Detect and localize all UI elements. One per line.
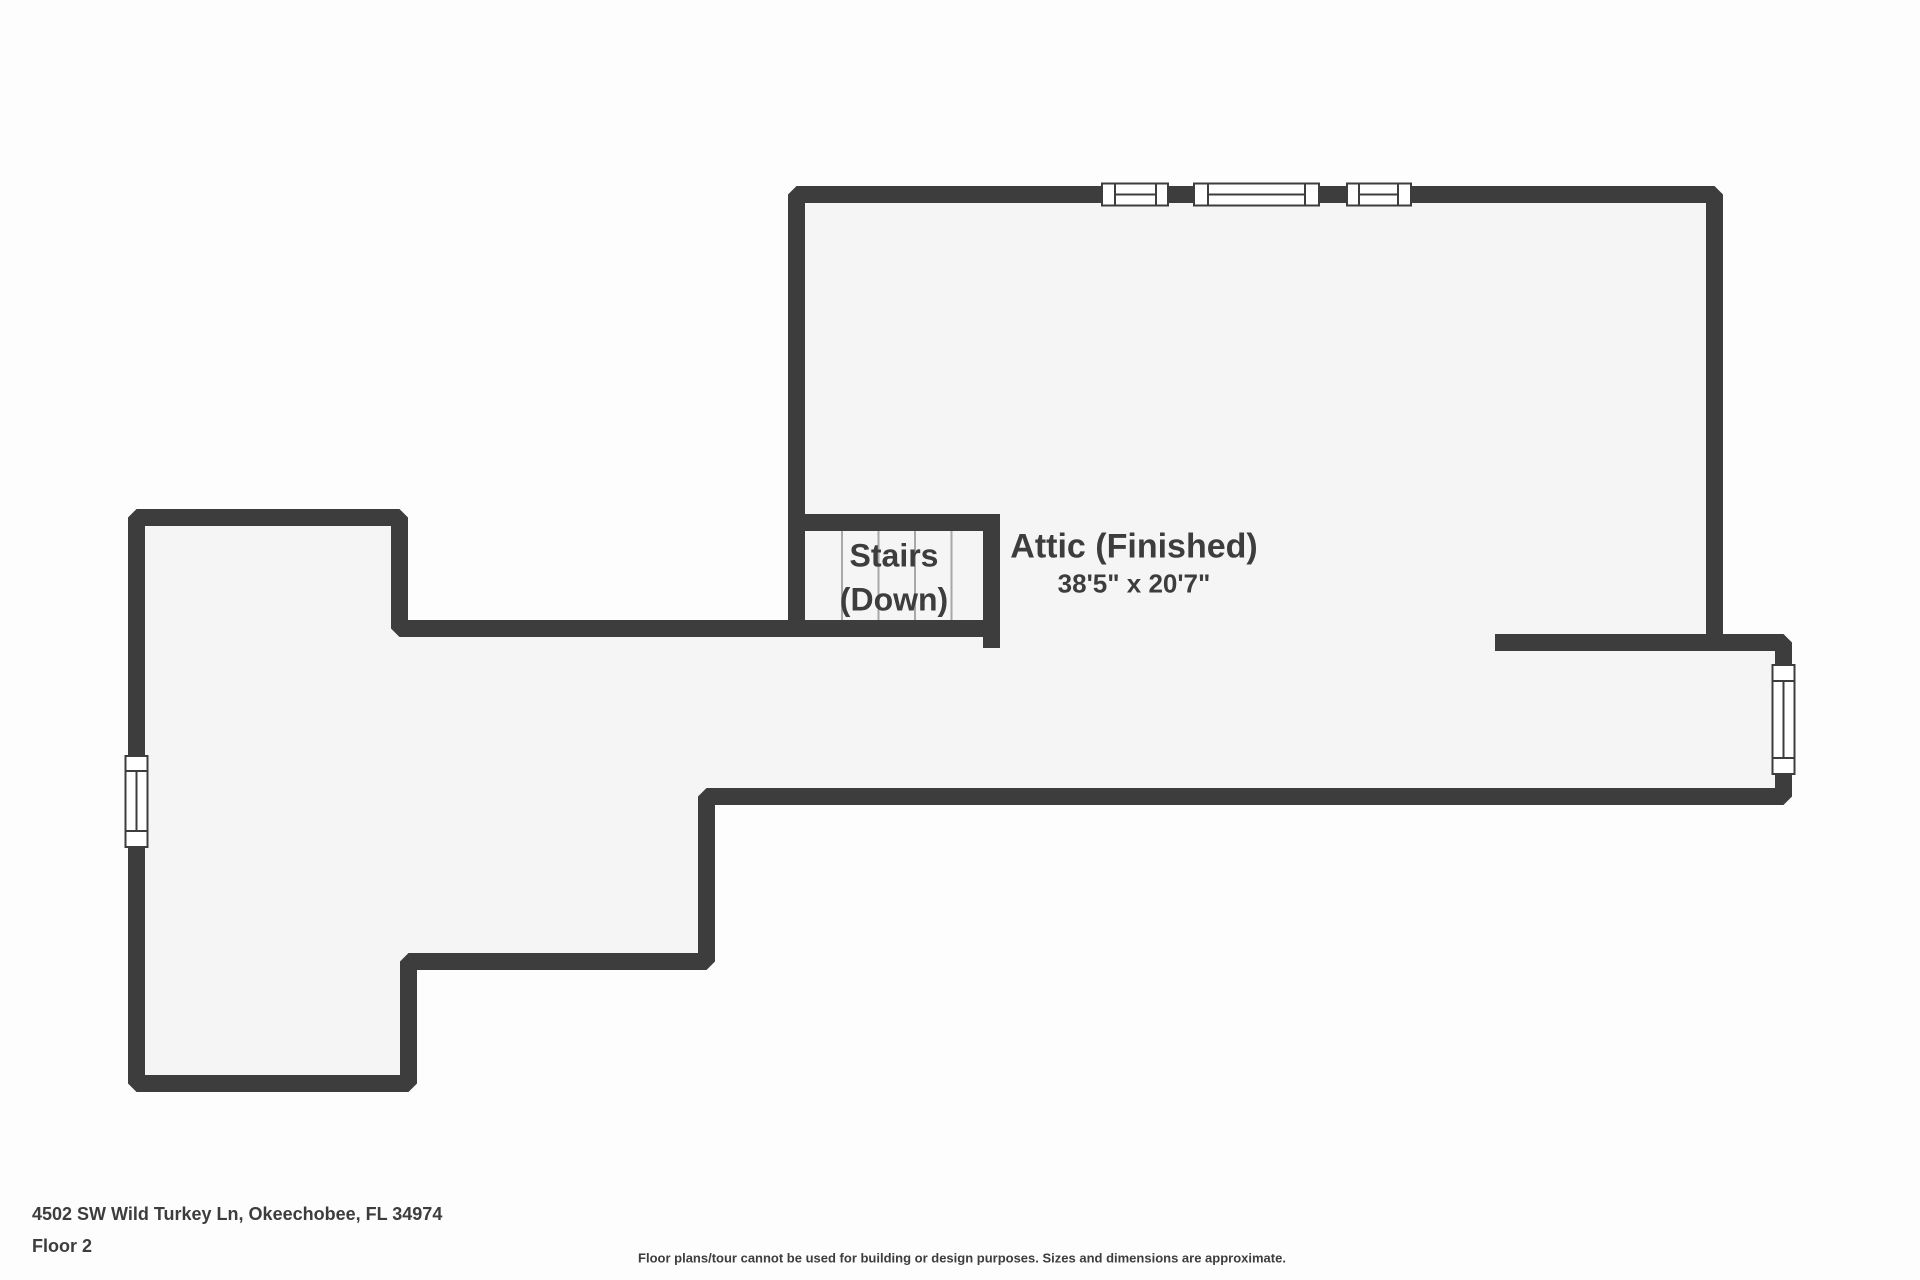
- window-icon: [1193, 182, 1320, 207]
- window-icon: [1346, 182, 1412, 207]
- room-label-attic: Attic (Finished): [1010, 527, 1258, 566]
- stair-treads: [841, 531, 953, 620]
- property-address: 4502 SW Wild Turkey Ln, Okeechobee, FL 3…: [32, 1204, 443, 1224]
- disclaimer-text: Floor plans/tour cannot be used for buil…: [638, 1250, 1286, 1266]
- window-icon: [1771, 664, 1796, 775]
- floor-label: Floor 2: [32, 1236, 93, 1256]
- room-label-stairs: Stairs: [849, 537, 939, 574]
- room-dimensions-attic: 38'5" x 20'7": [1057, 568, 1211, 599]
- floor-outline: [128, 186, 1792, 1092]
- window-icon: [124, 755, 149, 848]
- window-icon: [1101, 182, 1169, 207]
- room-label-stairs-down: (Down): [839, 581, 949, 618]
- interior-walls: [796, 514, 1715, 651]
- windows: [124, 182, 1796, 848]
